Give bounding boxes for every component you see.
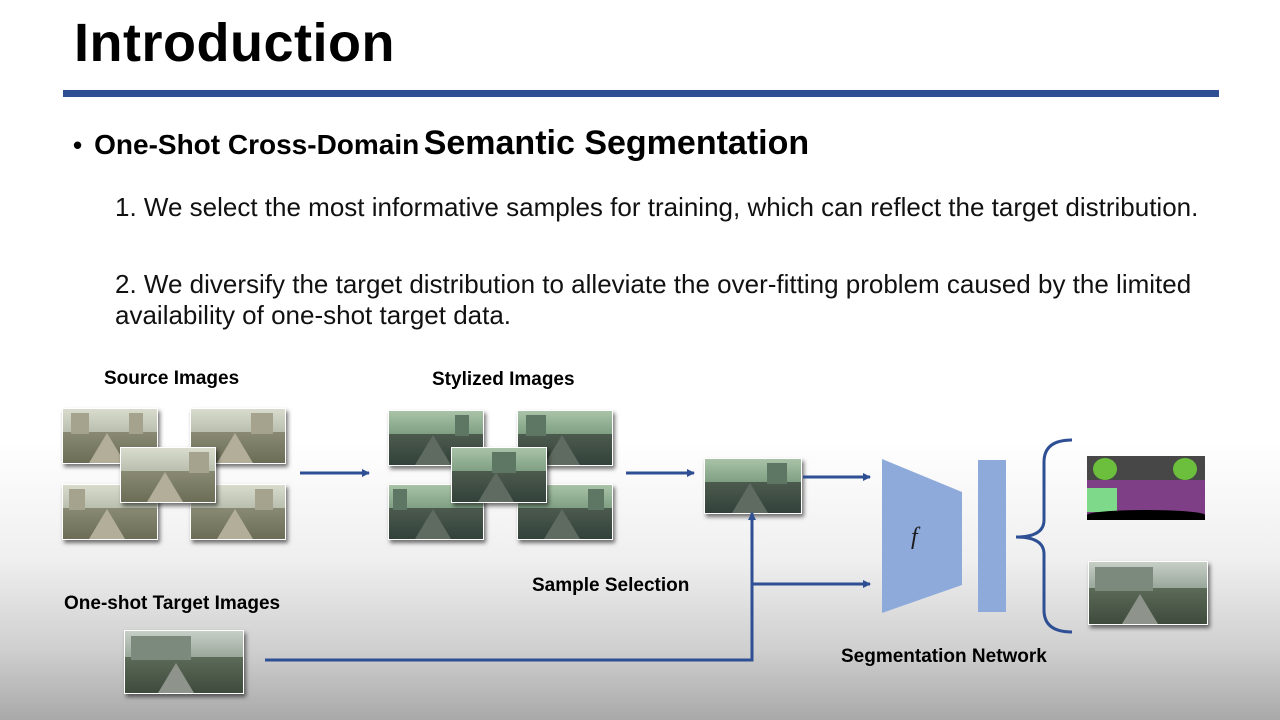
point-2: 2. We diversify the target distribution … (115, 269, 1192, 330)
sample-selection-label: Sample Selection (532, 575, 690, 596)
network-function-label: f (911, 524, 918, 550)
bullet-dot: • (73, 130, 83, 160)
stylized-image (451, 447, 547, 503)
target-output-image (1088, 561, 1208, 625)
one-shot-target-image (124, 630, 244, 694)
stylized-image (517, 410, 613, 466)
target-images-label: One-shot Target Images (64, 593, 281, 614)
segmentation-output-image (1087, 456, 1205, 520)
source-images-label: Source Images (104, 368, 240, 389)
slide-title: Introduction (74, 13, 395, 73)
bullet-prefix: One-Shot Cross-Domain (94, 129, 420, 160)
stylized-image (388, 410, 484, 466)
bullet-suffix: Semantic Segmentation (423, 124, 810, 162)
main-bullet: • One-Shot Cross-Domain Semantic Segmenta… (73, 124, 809, 163)
source-image (120, 447, 216, 503)
output-brace (1015, 438, 1073, 634)
point-1: 1. We select the most informative sample… (115, 192, 1199, 222)
source-image (190, 408, 286, 464)
network-encoder-trapezoid (882, 459, 962, 613)
title-divider (63, 90, 1219, 97)
selected-sample-image (704, 458, 802, 514)
stylized-images-label: Stylized Images (432, 369, 575, 390)
source-image (62, 484, 158, 540)
network-output-bar (978, 460, 1006, 612)
segmentation-network-label: Segmentation Network (841, 646, 1047, 667)
